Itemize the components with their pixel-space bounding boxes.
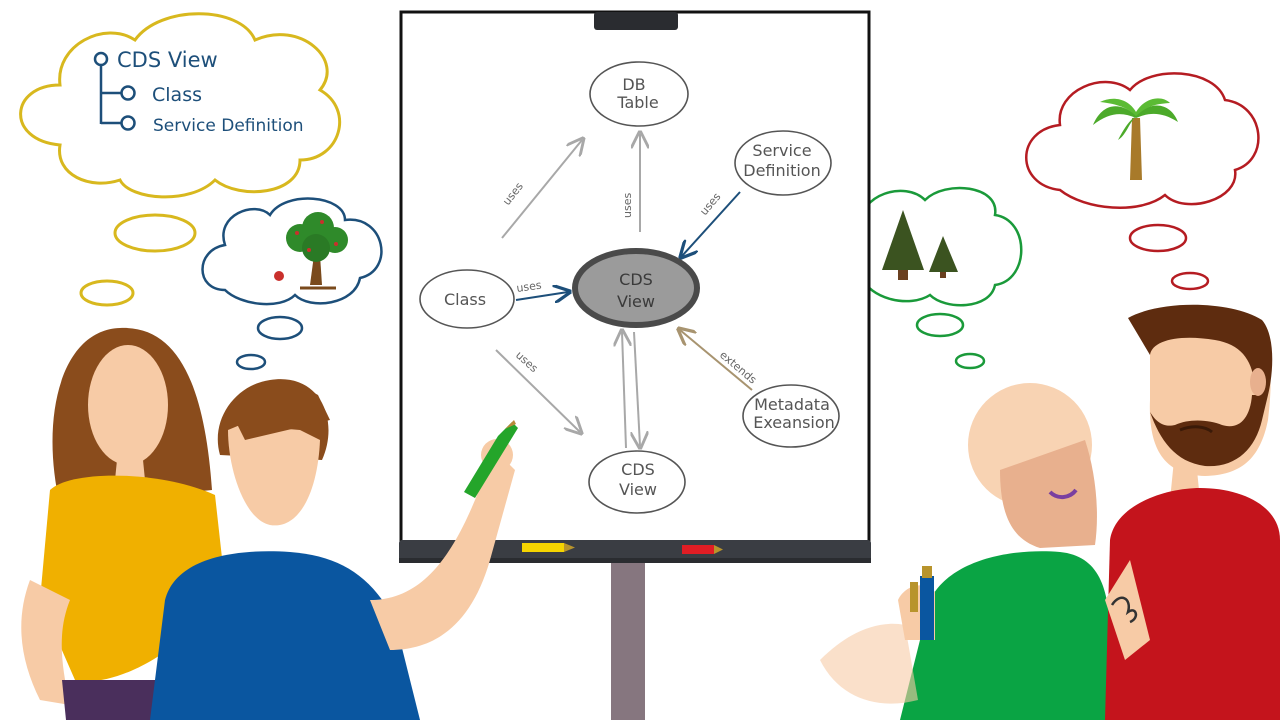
edge-class-to-db [501,140,582,239]
node-label-line: Table [616,93,658,112]
tree-root-label: CDS View [117,48,218,72]
node-cds-view-center: CDS View [572,248,700,328]
node-cds-view-bottom: CDS View [588,450,686,514]
flipchart-stand [611,560,645,720]
palm-tree-icon [1093,98,1178,180]
node-service-definition: Service Definition [734,130,832,196]
tree-child-label: Service Definition [153,116,304,136]
yellow-marker-icon [522,543,575,552]
node-label-line: CDS [619,270,653,289]
flipchart-tray [399,540,871,562]
node-label-line: View [619,480,657,499]
edge-label: uses [516,279,543,295]
pine-trees-icon [882,210,958,280]
node-label-line: Metadata [754,395,830,414]
node-label-line: Definition [743,161,820,180]
edge-class-to-bottom [495,349,580,432]
node-label-line: Class [444,290,486,309]
green-marker-icon [464,420,518,498]
green-shirt-person-figure [820,383,1115,720]
edge-center-to-bottom [634,331,640,446]
red-thought-cloud [1025,72,1260,291]
edge-class-to-center [515,292,568,300]
node-db-table: DB Table [589,61,689,127]
tree-child-label: Class [152,84,202,106]
node-label-line: Service [752,141,811,160]
red-marker-icon [682,545,723,554]
blue-marker-icon [920,576,934,640]
node-label-line: View [617,292,655,311]
tree-child-node-icon [120,85,136,101]
node-class: Class [419,269,515,329]
diagram-edges [495,134,753,449]
tree-structure: CDS View Class Service Definition [93,48,304,136]
node-metadata-extension: Metadata Exeansion [742,384,840,448]
edge-label: uses [621,193,634,218]
flipchart-clip [594,12,678,30]
bearded-man-figure [1105,304,1280,720]
edge-bottom-to-center [622,332,626,449]
node-label-line: Exeansion [753,413,835,432]
node-label-line: CDS [621,460,655,479]
blue-thought-cloud [201,197,383,371]
tree-root-node-icon [93,51,109,67]
tattoo-icon [1110,596,1138,624]
tree-child-node-icon [120,115,136,131]
edge-metadata-to-center [680,330,753,391]
apple-tree-icon [274,212,348,290]
edge-service-to-center [682,191,741,256]
node-label-line: DB [622,75,645,94]
